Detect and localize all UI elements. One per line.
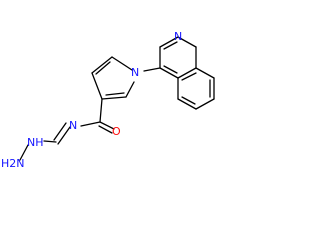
quinoline-nitrogen-label: N [174,30,182,43]
hydrazine-nh2-label: H2N [1,157,25,170]
quinoline-pyridine-ring [159,36,197,79]
hydrazone-chain [19,122,71,161]
amide-nitrogen-label: N [69,119,77,132]
quinoline-benzo-ring [177,67,215,110]
hydrazine-nh-label: NH [27,136,44,149]
quinoline-pyrrole-bond [143,67,161,72]
pyrrole-nitrogen-label: N [131,66,139,79]
carbonyl-oxygen-label: O [112,125,121,138]
carboxamide-group [80,98,115,134]
pyrrole-ring [91,56,135,100]
molecule-structure: N N O N NH H2N [1,30,215,170]
